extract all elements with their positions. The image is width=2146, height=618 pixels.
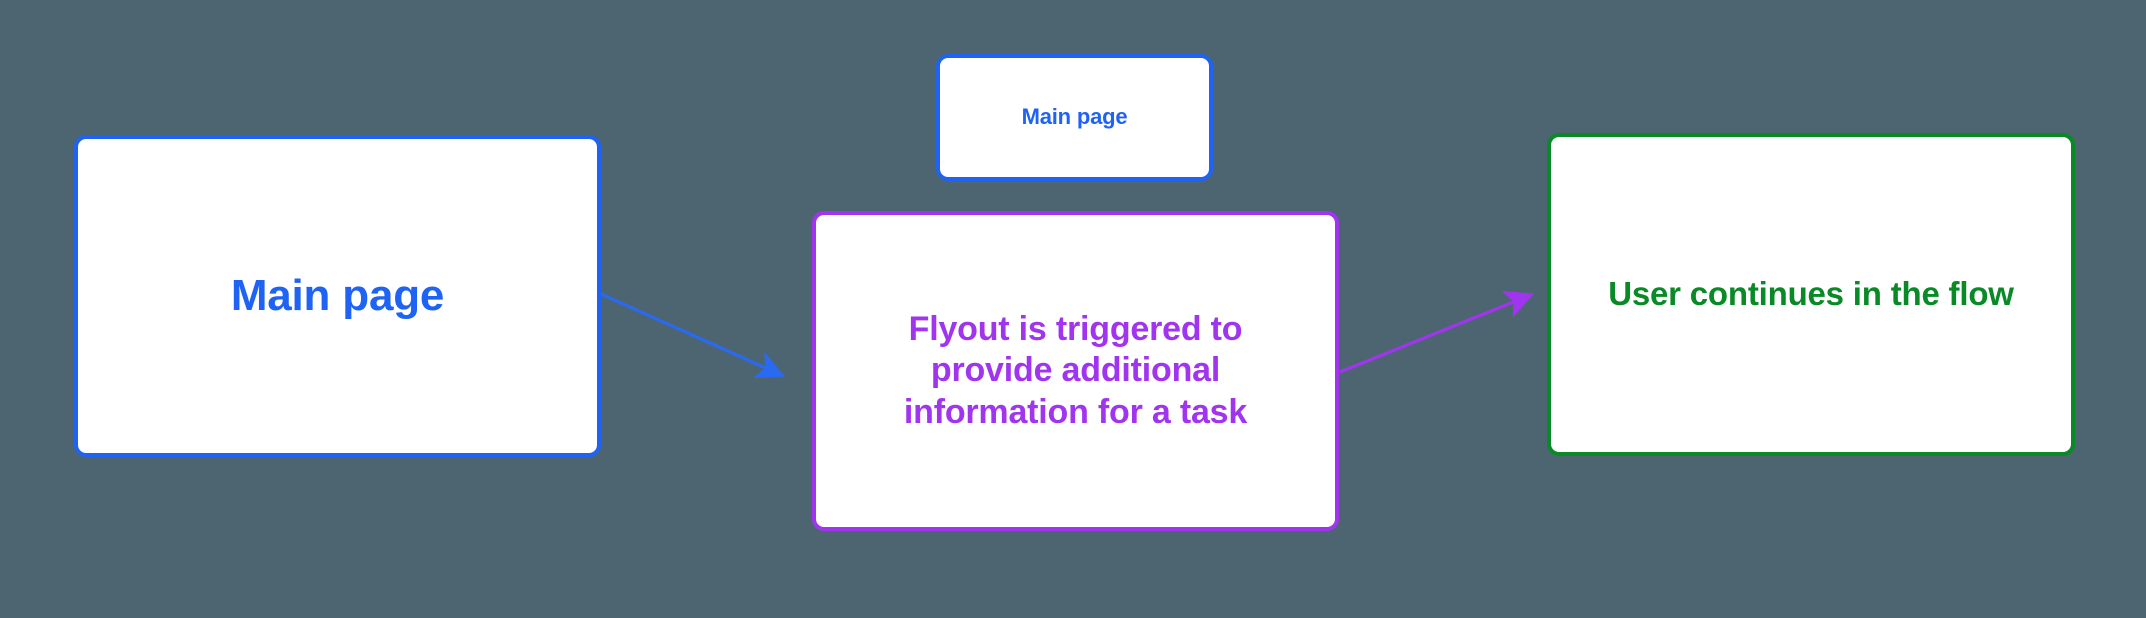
node-flyout[interactable]: Flyout is triggered to provide additiona… xyxy=(812,211,1339,531)
node-flyout-label: Flyout is triggered to provide additiona… xyxy=(903,309,1248,431)
node-user-continues[interactable]: User continues in the flow xyxy=(1547,133,2075,456)
node-main-page-large-label: Main page xyxy=(230,271,445,321)
node-main-page-small[interactable]: Main page xyxy=(936,54,1213,181)
edge-main-page-to-flyout xyxy=(600,292,785,378)
node-main-page-large[interactable]: Main page xyxy=(74,135,601,457)
edge-flyout-to-user-continues xyxy=(1339,291,1534,374)
node-user-continues-label: User continues in the flow xyxy=(1608,275,2014,313)
node-main-page-small-label: Main page xyxy=(1021,104,1128,130)
